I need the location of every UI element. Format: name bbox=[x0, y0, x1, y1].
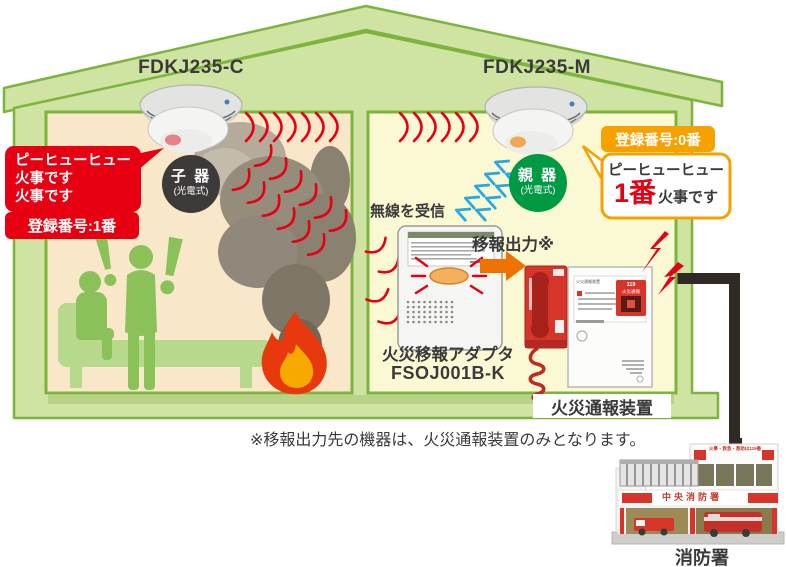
adapter-device bbox=[397, 225, 503, 351]
child-model-label: FDKJ235-C bbox=[138, 57, 244, 78]
flame bbox=[261, 312, 327, 395]
adapter-model-label: FSOJ001B-K bbox=[390, 363, 506, 383]
wireless-receive-label: 無線を受信 bbox=[370, 203, 446, 220]
transfer-output-label: 移報出力※ bbox=[472, 236, 555, 254]
child-badge-label: 子 器 (光電式) bbox=[170, 168, 212, 197]
radio-waves-red bbox=[231, 111, 479, 325]
transfer-arrow bbox=[480, 251, 526, 281]
child-badge bbox=[162, 155, 220, 213]
child-registration-badge: 登録番号:1番 bbox=[5, 212, 139, 239]
parent-badge-label: 親 器 (光電式) bbox=[517, 167, 559, 196]
exclamation-marks bbox=[95, 234, 183, 295]
adapter-lamp bbox=[429, 267, 469, 285]
panel-title: 火災通報装置 bbox=[576, 279, 600, 284]
parent-alarm-bubble: ピーヒューヒュー 1番 火事です bbox=[608, 163, 724, 208]
parent-bubble-shape bbox=[581, 145, 732, 220]
child-indicator-lamp bbox=[165, 134, 181, 146]
fire-station-label: 消防署 bbox=[675, 548, 729, 567]
person-sitting bbox=[76, 271, 114, 360]
person-standing bbox=[125, 245, 157, 390]
fire-station-banner: 火事・救急・救助は119番 bbox=[708, 446, 762, 451]
reporting-device-label: 火災通報装置 bbox=[533, 394, 671, 418]
reporting-panel bbox=[567, 266, 653, 388]
child-bubble-tail bbox=[136, 148, 164, 172]
parent-indicator-lamp bbox=[510, 136, 526, 148]
lightning-bolts bbox=[642, 231, 684, 295]
roof bbox=[2, 4, 724, 114]
radio-waves-blue bbox=[454, 159, 522, 222]
note-text: ※移報出力先の機器は、火災通報装置のみとなります。 bbox=[250, 432, 646, 449]
adapter-name-label: 火災移報アダプタ bbox=[382, 346, 514, 364]
fire-station-illustration bbox=[611, 438, 785, 545]
adapter-speaker-grille bbox=[406, 300, 454, 324]
fire-truck-large bbox=[704, 512, 762, 537]
sofa bbox=[58, 303, 272, 388]
parent-badge bbox=[509, 154, 567, 212]
detector-parent bbox=[484, 86, 588, 155]
alarm-number: 1番 bbox=[613, 178, 656, 208]
station-railing bbox=[619, 459, 699, 487]
panel-badge-text: 火災通報 bbox=[622, 289, 640, 294]
red-phone bbox=[524, 265, 568, 402]
parent-registration-badge: 登録番号:0番 bbox=[601, 126, 715, 152]
floor-shadow bbox=[48, 395, 674, 404]
detector-child bbox=[139, 84, 243, 153]
fire-truck-small bbox=[634, 518, 674, 536]
parent-model-label: FDKJ235-M bbox=[483, 57, 591, 78]
panel-badge-number: 119 bbox=[626, 282, 636, 288]
child-alarm-bubble: ピーヒューヒュー 火事です 火事です bbox=[5, 146, 141, 212]
fire-station-sign: 中央消防署 bbox=[661, 492, 722, 502]
phone-switch bbox=[555, 320, 564, 333]
